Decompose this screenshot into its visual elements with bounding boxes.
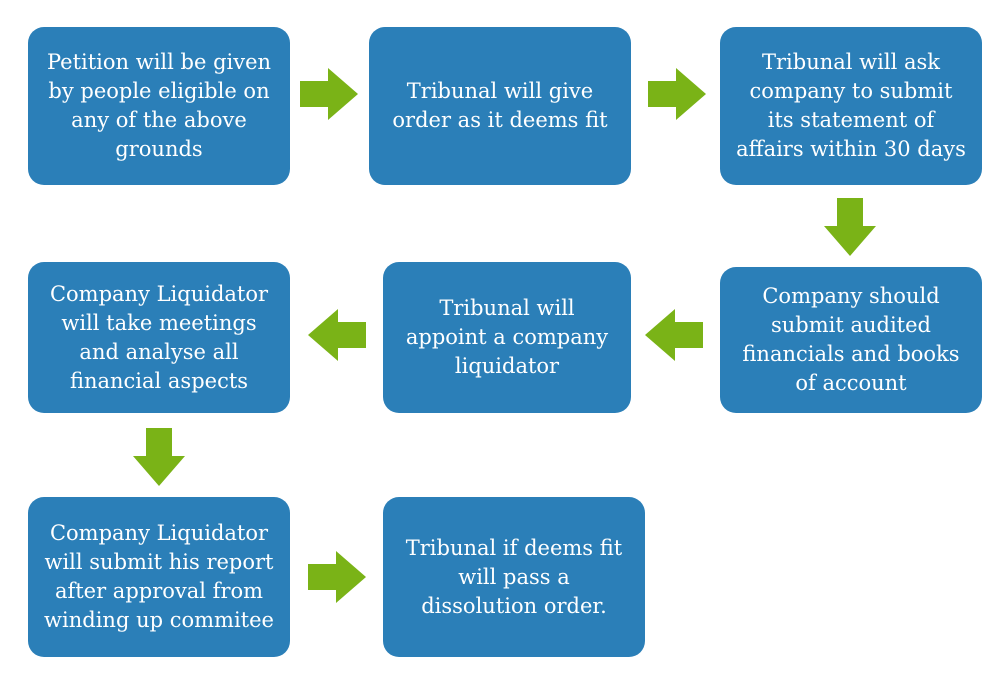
step-liquidator-report: Company Liquidator will submit his repor… <box>28 497 290 657</box>
arrow-left-icon <box>645 309 703 361</box>
step-text: Petition will be given by people eligibl… <box>46 50 272 161</box>
step-tribunal-order: Tribunal will give order as it deems fit <box>369 27 631 185</box>
step-statement-of-affairs: Tribunal will ask company to submit its … <box>720 27 982 185</box>
arrow-left-icon <box>308 309 366 361</box>
arrow-down-icon <box>133 428 185 486</box>
step-text: Tribunal if deems fit will pass a dissol… <box>405 535 623 618</box>
arrow-right-icon <box>300 68 358 120</box>
step-appoint-liquidator: Tribunal will appoint a company liquidat… <box>383 262 631 413</box>
step-text: Tribunal will appoint a company liquidat… <box>405 296 609 378</box>
step-text: Company Liquidator will take meetings an… <box>49 281 269 393</box>
step-text: Company Liquidator will submit his repor… <box>44 521 274 632</box>
arrow-down-icon <box>824 198 876 256</box>
arrow-right-icon <box>648 68 706 120</box>
step-liquidator-meetings: Company Liquidator will take meetings an… <box>28 262 290 413</box>
step-petition: Petition will be given by people eligibl… <box>28 27 290 185</box>
arrow-right-icon <box>308 551 366 603</box>
step-dissolution-order: Tribunal if deems fit will pass a dissol… <box>383 497 645 657</box>
step-text: Tribunal will ask company to submit its … <box>736 50 966 161</box>
step-audited-financials: Company should submit audited financials… <box>720 267 982 413</box>
step-text: Tribunal will give order as it deems fit <box>392 79 608 132</box>
step-text: Company should submit audited financials… <box>742 284 960 395</box>
